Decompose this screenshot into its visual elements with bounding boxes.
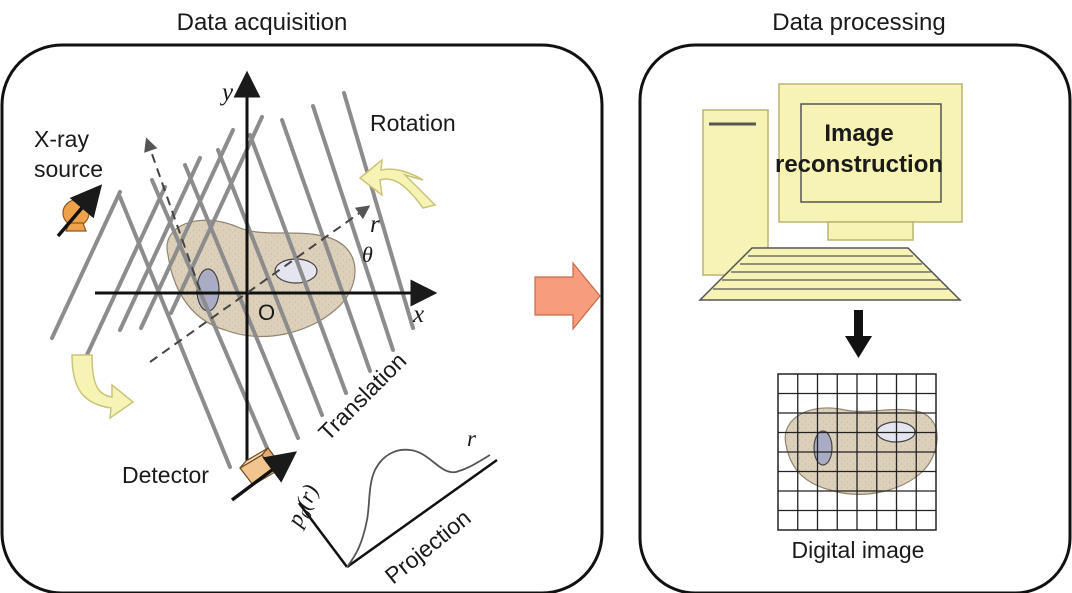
y-axis-label: y — [219, 79, 234, 106]
process-flow-arrow-icon — [534, 261, 601, 331]
data-acquisition-title: Data acquisition — [177, 9, 348, 36]
projection-curve — [346, 448, 491, 568]
ray-direction — [144, 137, 201, 291]
data-processing-panel: Data processing Image reconstruction — [638, 9, 1072, 593]
rotation-arrow-lower-icon — [71, 354, 135, 420]
xray-source-label-line1: X-ray — [34, 126, 89, 152]
rotation-arrow-icon — [358, 158, 437, 209]
digital-image — [777, 373, 938, 531]
data-processing-title: Data processing — [772, 9, 945, 36]
r-axis-label: r — [370, 211, 380, 238]
xray-source-label-line2: source — [34, 156, 103, 182]
x-axis-label: x — [412, 301, 424, 328]
xray-source-icon — [56, 184, 103, 238]
parallel-ray-lines — [50, 91, 415, 469]
down-arrow-icon — [845, 310, 872, 358]
theta-label: θ — [362, 242, 373, 267]
rotation-label: Rotation — [370, 110, 456, 136]
digital-image-label: Digital image — [792, 537, 925, 563]
data-acquisition-panel: Data acquisition y x r θ — [0, 9, 604, 593]
projection-r-label: r — [467, 426, 477, 451]
monitor-label-line1: Image — [824, 120, 893, 147]
detector-label: Detector — [122, 462, 209, 488]
origin-label: O — [258, 300, 275, 325]
detector-icon — [230, 447, 298, 502]
computer-icon: Image reconstruction — [698, 83, 963, 301]
monitor-label-line2: reconstruction — [775, 151, 943, 178]
